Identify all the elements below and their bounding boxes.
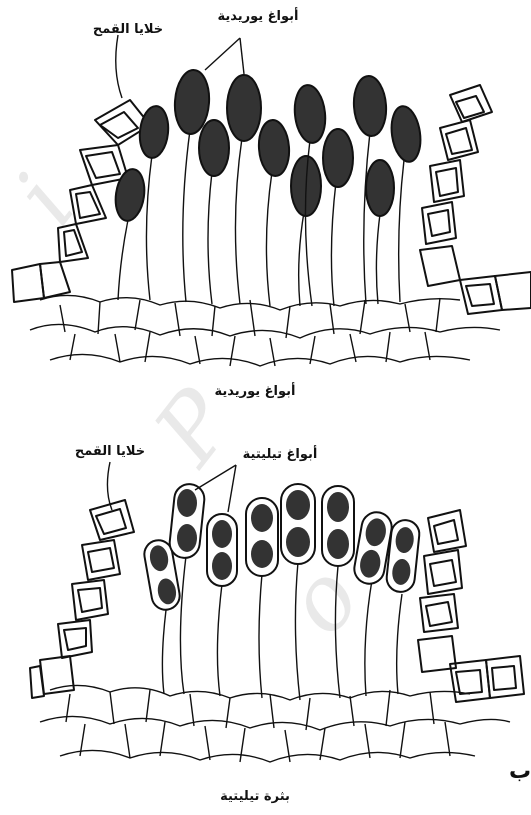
- label-wheat-cells-bottom: خلايا القمح: [75, 444, 145, 459]
- urediniospore: [173, 69, 211, 302]
- caption-bottom: بثرة تيليتية: [220, 789, 290, 804]
- label-wheat-cells-top: خلايا القمح: [93, 22, 163, 37]
- teliospore: [246, 498, 278, 698]
- telium-panel: خلايا القمح أبواغ تيليتية بثرة تيليتية: [30, 444, 524, 804]
- urediniospore: [227, 75, 261, 304]
- watermark: i P o: [0, 156, 381, 653]
- wheat-cells-right: [420, 85, 531, 314]
- urediniospore: [257, 119, 291, 306]
- caption-top: أبواغ يوريدية: [214, 382, 295, 399]
- label-urediniospores-top: أبواغ يوريدية: [217, 7, 298, 24]
- urediniospore: [323, 129, 353, 306]
- teliospore: [142, 538, 182, 694]
- wheat-cells-right: [418, 510, 524, 702]
- host-tissue-base: [40, 685, 510, 762]
- label-teliospores-bottom: أبواغ تيليتية: [243, 445, 318, 462]
- urediniospore: [366, 160, 394, 304]
- host-tissue-base: [30, 295, 500, 366]
- edge-mark: ب: [509, 759, 531, 784]
- uredinium-panel: خلايا القمح أبواغ يوريدية أبواغ يوريدية: [12, 7, 531, 399]
- teliospore: [207, 514, 237, 696]
- svg-text:i: i: [0, 156, 95, 243]
- urediniospore: [113, 167, 148, 300]
- wheat-cells-left: [30, 500, 134, 698]
- urediniospores: [113, 69, 424, 306]
- teliospore: [385, 519, 420, 694]
- urediniospore: [199, 120, 229, 304]
- urediniospore: [388, 104, 424, 302]
